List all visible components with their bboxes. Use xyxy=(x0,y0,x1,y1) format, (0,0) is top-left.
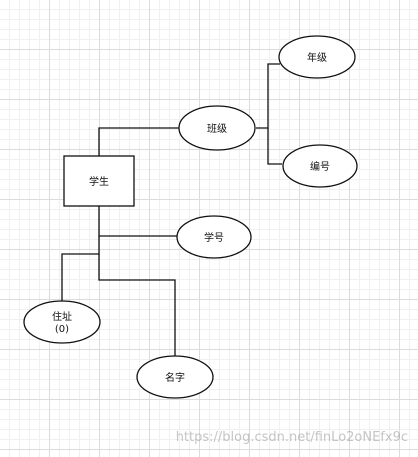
attribute-name[interactable]: 名字 xyxy=(136,355,214,399)
attribute-address-label: 住址 xyxy=(52,310,72,323)
attribute-address-sublabel: (0) xyxy=(55,324,69,335)
attribute-number-label: 编号 xyxy=(310,160,330,173)
attribute-student-id-label: 学号 xyxy=(204,231,224,244)
connector-entity-student-id[interactable] xyxy=(98,206,177,237)
connector-entity-class[interactable] xyxy=(98,127,180,156)
connector-entity-name[interactable] xyxy=(98,254,176,356)
watermark: https://blog.csdn.net/finLo2oNEfx9c xyxy=(175,430,408,445)
attribute-class[interactable]: 班级 xyxy=(178,105,256,151)
entity-student-label: 学生 xyxy=(89,175,109,188)
attribute-address[interactable]: 住址 (0) xyxy=(23,300,101,344)
connector-entity-address[interactable] xyxy=(61,236,100,301)
attribute-number[interactable]: 编号 xyxy=(282,144,358,188)
attribute-student-id[interactable]: 学号 xyxy=(176,215,252,259)
connector-class-number[interactable] xyxy=(267,128,282,165)
attribute-grade[interactable]: 年级 xyxy=(278,35,356,79)
connector-class-grade[interactable] xyxy=(256,63,280,129)
connectors xyxy=(61,63,282,356)
attribute-grade-label: 年级 xyxy=(307,51,327,64)
attribute-class-label: 班级 xyxy=(207,123,227,135)
attribute-name-label: 名字 xyxy=(165,371,185,384)
entity-student[interactable]: 学生 xyxy=(63,155,135,207)
